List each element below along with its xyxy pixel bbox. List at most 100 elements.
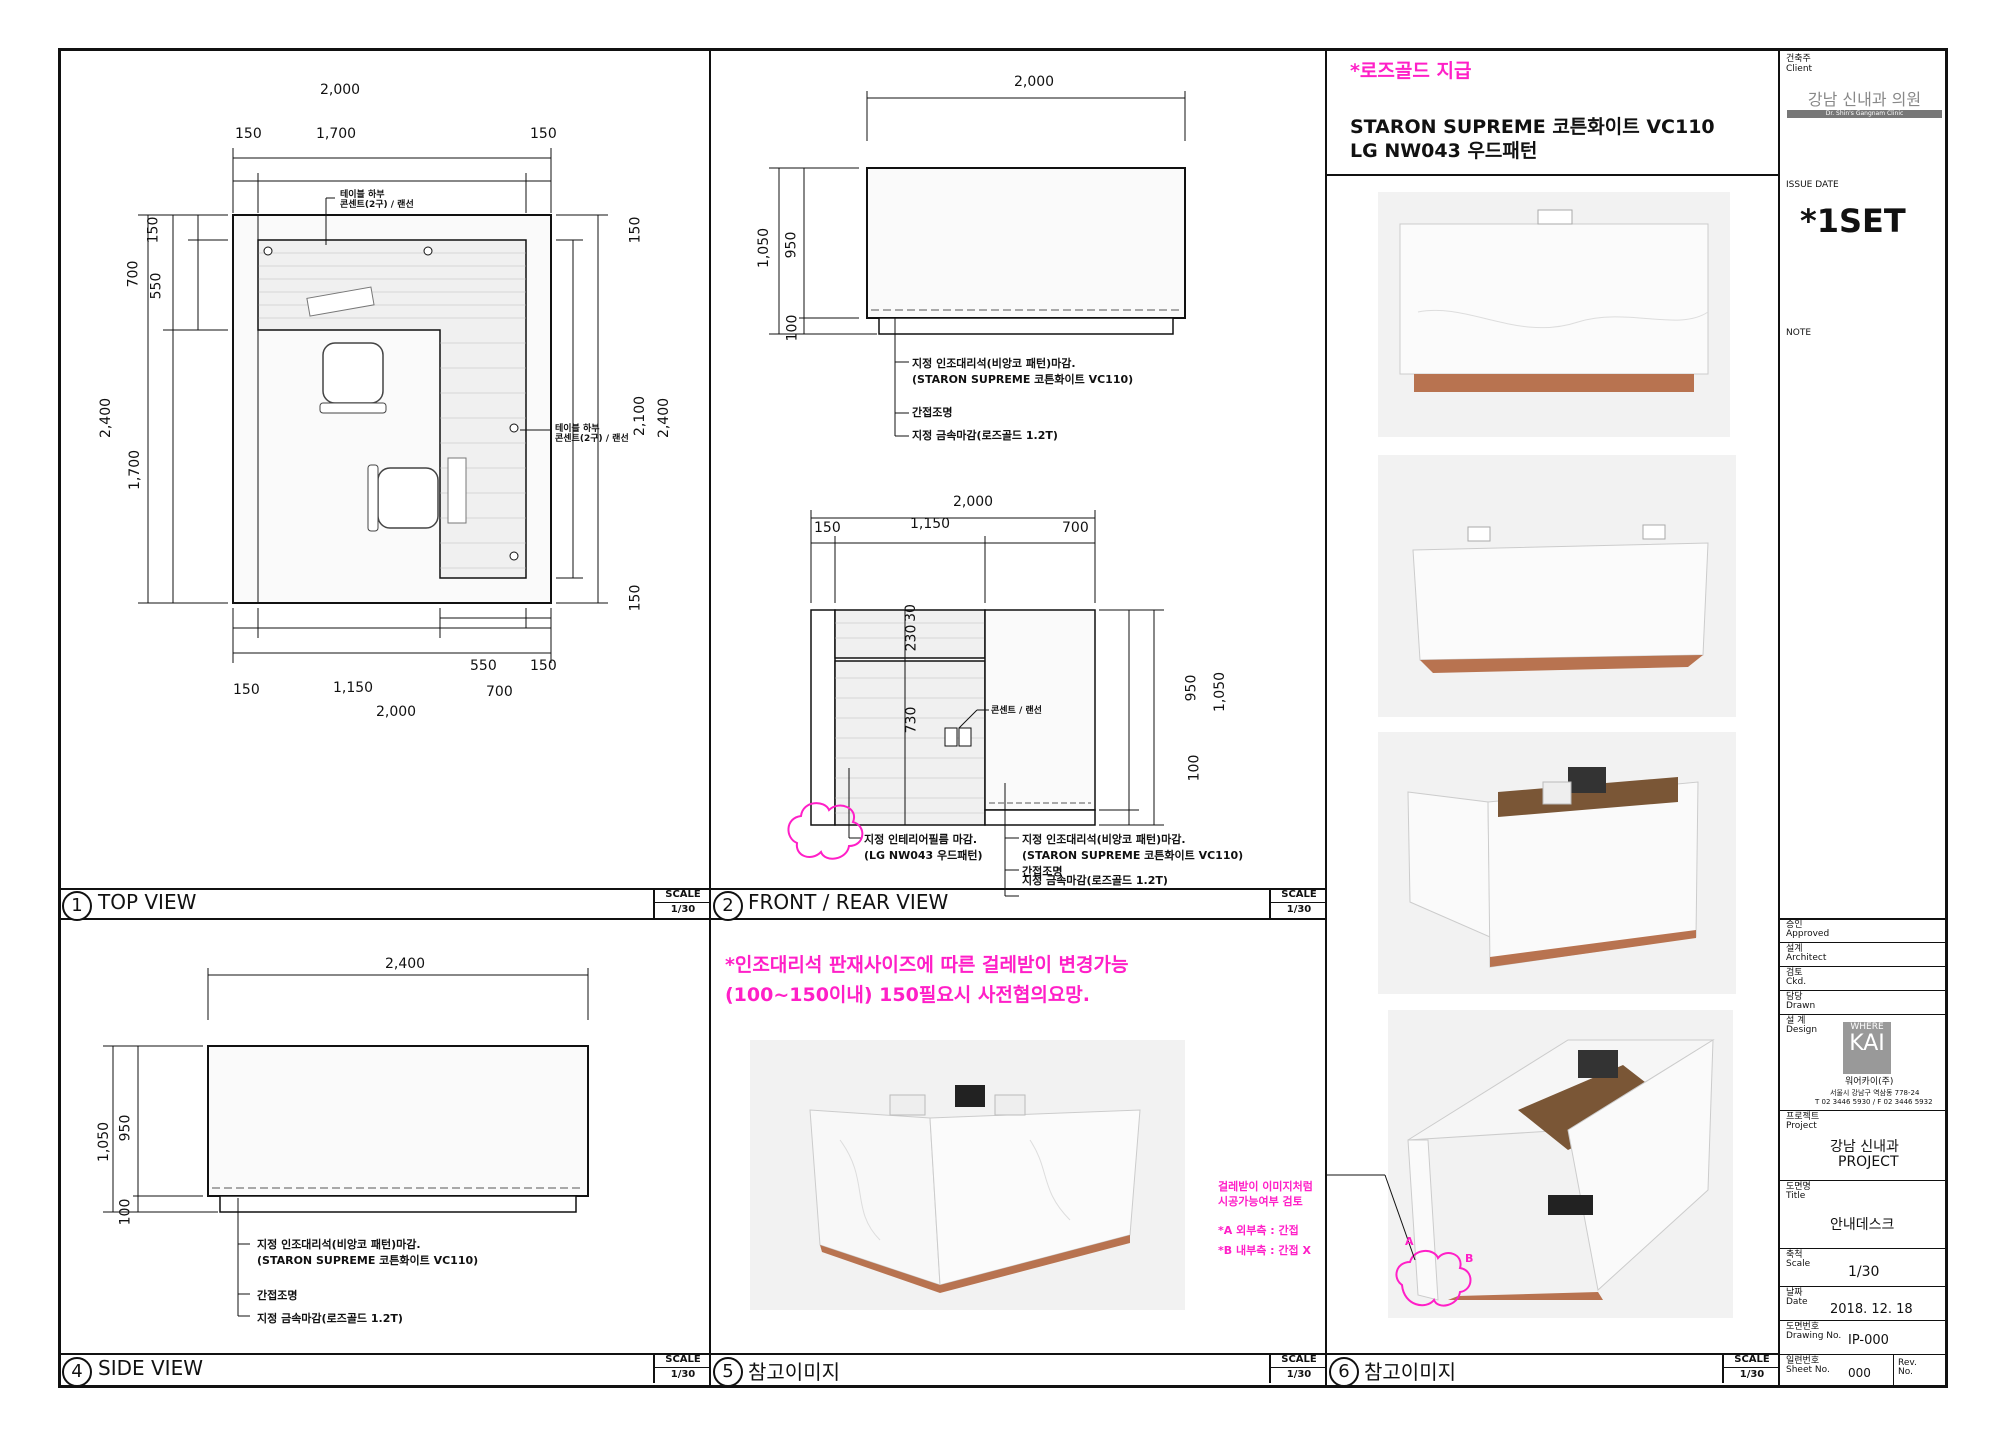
tb-label: Sheet No. bbox=[1786, 1365, 1830, 1375]
grid-line bbox=[58, 888, 1326, 890]
ref-image-angle bbox=[1378, 455, 1736, 717]
design-tel: T 02 3446 5930 / F 02 3446 5932 bbox=[1815, 1098, 1933, 1106]
rear-view-drawing bbox=[787, 510, 1164, 897]
dim-label: 150 bbox=[530, 126, 557, 142]
tb-label: Rev. bbox=[1898, 1358, 1917, 1368]
dim-label: 950 bbox=[117, 1114, 134, 1142]
note-label: 지정 인조대리석(비앙코 패턴)마감. bbox=[912, 357, 1076, 370]
client-logo: 강남 신내과 의원 Dr. Shin's Gangnam Clinic bbox=[1787, 86, 1942, 120]
tb-label: 축척 bbox=[1786, 1250, 1803, 1260]
dim-label: 1,700 bbox=[316, 126, 357, 142]
note-label: 지정 인테리어필름 마감. bbox=[864, 833, 978, 846]
view-number: 4 bbox=[62, 1357, 92, 1387]
tb-line bbox=[1778, 1286, 1948, 1287]
dim-label: 150 bbox=[233, 682, 260, 698]
view-number: 1 bbox=[62, 891, 92, 921]
dim-label: 730 bbox=[903, 706, 920, 734]
dim-label: 1,150 bbox=[910, 516, 951, 532]
tb-label: Drawn bbox=[1786, 1001, 1816, 1011]
tb-line bbox=[1778, 1354, 1948, 1355]
dim-label: 550 bbox=[470, 658, 497, 674]
dim-label: 2,000 bbox=[953, 494, 994, 510]
ref-image-front bbox=[1378, 192, 1730, 437]
grid-line bbox=[1325, 48, 1327, 1388]
ref6-note: *A 외부측 : 간접 bbox=[1218, 1224, 1299, 1237]
tb-date: 2018. 12. 18 bbox=[1830, 1302, 1913, 1317]
drawing-title: 안내데스크 bbox=[1830, 1217, 1895, 1233]
tb-line bbox=[1778, 990, 1948, 991]
tb-label: 건축주 bbox=[1786, 54, 1811, 64]
view-title: SIDE VIEW bbox=[98, 1356, 203, 1380]
dim-label: 700 bbox=[125, 260, 142, 288]
dim-label: 1,700 bbox=[127, 449, 144, 491]
note-label: (LG NW043 우드패턴) bbox=[864, 849, 983, 862]
dim-label: 1,050 bbox=[96, 1121, 113, 1163]
ref5-note: *인조대리석 판재사이즈에 따른 걸레받이 변경가능 bbox=[725, 954, 1129, 976]
note-label: (STARON SUPREME 코튼화이트 VC110) bbox=[1022, 849, 1244, 862]
note-label: (STARON SUPREME 코튼화이트 VC110) bbox=[912, 373, 1134, 386]
note-label: 간접조명 bbox=[912, 406, 953, 419]
tb-label: No. bbox=[1898, 1367, 1913, 1377]
note-label: 지정 금속마감(로즈골드 1.2T) bbox=[912, 429, 1058, 442]
tb-label: ISSUE DATE bbox=[1786, 180, 1839, 190]
tb-label: 설계 bbox=[1786, 944, 1803, 954]
tb-label: 일련번호 bbox=[1786, 1356, 1820, 1366]
design-logo: WHERE KAI bbox=[1843, 1022, 1891, 1074]
note-label: 지정 금속마감(로즈골드 1.2T) bbox=[1022, 874, 1168, 887]
note-label: 테이블 하부 콘센트(2구) / 랜선 bbox=[555, 424, 629, 444]
grid-line bbox=[709, 48, 711, 1388]
tb-label: Date bbox=[1786, 1297, 1808, 1307]
ref5-note: (100~150이내) 150필요시 사전협의요망. bbox=[725, 984, 1090, 1006]
dim-label: 150 bbox=[814, 520, 841, 536]
tb-label: Architect bbox=[1786, 953, 1827, 963]
tb-label: Design bbox=[1786, 1025, 1818, 1035]
drawing-frame bbox=[58, 48, 1948, 1388]
view-number: 5 bbox=[713, 1357, 743, 1387]
revision-cloud bbox=[1395, 1250, 1472, 1307]
ref-image-inner bbox=[1378, 732, 1736, 994]
view-number: 6 bbox=[1329, 1357, 1359, 1387]
dim-label: 230 bbox=[903, 624, 920, 652]
rosegold-note: *로즈골드 지급 bbox=[1350, 60, 1472, 82]
tb-label: 도면명 bbox=[1786, 1182, 1811, 1192]
side-view-drawing bbox=[103, 968, 589, 1317]
view-title: 참고이미지 bbox=[1364, 1360, 1456, 1384]
dim-label: 30 bbox=[902, 604, 919, 622]
project-name: 강남 신내과 bbox=[1830, 1139, 1899, 1155]
tb-line bbox=[1778, 1320, 1948, 1321]
dim-label: 2,100 bbox=[632, 395, 649, 437]
project-name: PROJECT bbox=[1838, 1154, 1899, 1170]
tb-sheet-no: 000 bbox=[1848, 1366, 1871, 1380]
note-label: 간접조명 bbox=[257, 1289, 298, 1302]
dim-label: 2,000 bbox=[376, 704, 417, 720]
tb-label: 도면번호 bbox=[1786, 1322, 1820, 1332]
grid-line bbox=[58, 1353, 1778, 1355]
material-line: LG NW043 우드패턴 bbox=[1350, 140, 1538, 162]
ref-image-detail bbox=[1388, 1010, 1733, 1318]
tb-label: 승인 bbox=[1786, 920, 1803, 930]
tb-scale: 1/30 bbox=[1848, 1264, 1880, 1280]
tb-label: 설 계 bbox=[1786, 1016, 1806, 1026]
top-view-drawing bbox=[138, 148, 608, 663]
tb-label: Project bbox=[1786, 1121, 1817, 1131]
tb-label: 담당 bbox=[1786, 992, 1803, 1002]
note-label: 테이블 하부 콘센트(2구) / 랜선 bbox=[340, 190, 414, 210]
dim-label: 100 bbox=[117, 1198, 134, 1226]
leader-lines bbox=[1325, 1174, 1416, 1261]
grid-line bbox=[1778, 48, 1780, 1388]
note-label: (STARON SUPREME 코튼화이트 VC110) bbox=[257, 1254, 479, 1267]
tb-label: 날짜 bbox=[1786, 1288, 1803, 1298]
dim-label: 150 bbox=[530, 658, 557, 674]
ref6-label-b: B bbox=[1465, 1252, 1474, 1265]
tb-drawing-no: IP-000 bbox=[1848, 1333, 1889, 1348]
dim-label: 150 bbox=[235, 126, 262, 142]
dim-label: 150 bbox=[145, 216, 162, 244]
dim-label: 700 bbox=[1062, 520, 1089, 536]
tb-line bbox=[1778, 1014, 1948, 1015]
tb-label: Title bbox=[1786, 1191, 1806, 1201]
tb-label: Scale bbox=[1786, 1259, 1811, 1269]
